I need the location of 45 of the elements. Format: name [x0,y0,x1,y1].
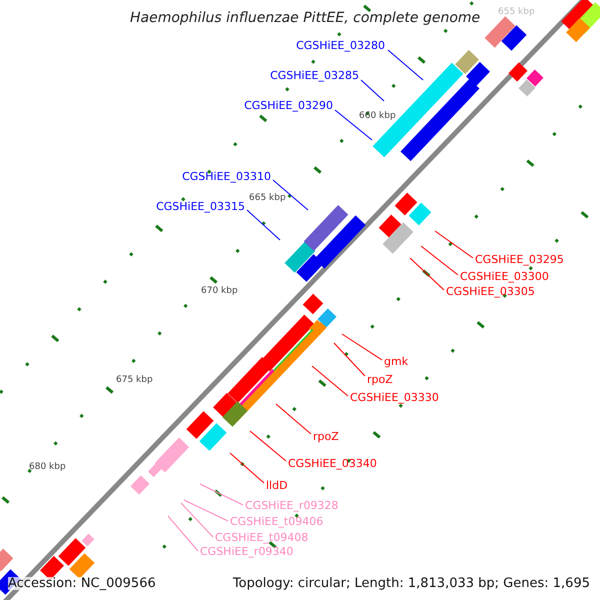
scale-label: 680 kbp [29,463,66,472]
leader-line [334,110,372,140]
leader-line [360,80,384,102]
gene-label: CGSHiEE_03305 [446,286,535,297]
gene-label: CGSHiEE_03310 [182,171,271,182]
title: Haemophilus influenzae PittEE, complete genome [130,11,480,25]
gene-label: CGSHiEE_03285 [270,70,359,81]
leader-line [272,180,308,210]
genome-info-text: Topology: circular; Length: 1,813,033 bp; Genes: 1,695 [232,577,590,590]
leader-line [230,452,264,484]
scale-label: 675 kbp [116,376,153,385]
leader-line [180,502,214,538]
gene-label: CGSHiEE_03280 [296,40,385,51]
gene-label: CGSHiEE_r09328 [245,500,338,511]
gene-label: CGSHiEE_03290 [244,100,333,111]
leader-line [312,366,348,396]
accession-text: Accession: NC_009566 [8,577,156,590]
scale-label: 660 kbp [359,112,396,121]
gene-label: rpoZ [313,431,339,442]
gene-label: rpoZ [367,374,393,385]
gene-label: gmk [384,356,408,367]
gene-label: CGSHiEE_t09408 [215,532,308,543]
leader-line [410,258,444,290]
scale-label: 670 kbp [201,287,238,296]
leader-line [388,50,424,80]
leader-line [276,404,312,434]
leader-line [250,430,286,462]
gene-label: CGSHiEE_r09340 [200,546,294,557]
gene-label: CGSHiEE_03340 [288,458,377,469]
gene-label: CGSHiEE_t09406 [230,516,324,527]
leader-line [334,342,366,376]
leader-line [168,516,198,552]
gene-label: CGSHiEE_03300 [460,271,549,282]
leader-line [342,334,382,360]
gene-label: CGSHiEE_03330 [350,392,439,403]
scale-label: 665 kbp [249,194,286,203]
gene-label: lldD [266,480,288,491]
leader-line [434,230,474,258]
gene-label: CGSHiEE_03315 [156,201,245,212]
leader-line [184,500,228,522]
leader-line [200,484,244,506]
scale-label: 655 kbp [498,8,535,17]
gene-label: CGSHiEE_03295 [475,254,564,265]
leader-line [246,210,280,240]
leader-line [420,246,458,276]
